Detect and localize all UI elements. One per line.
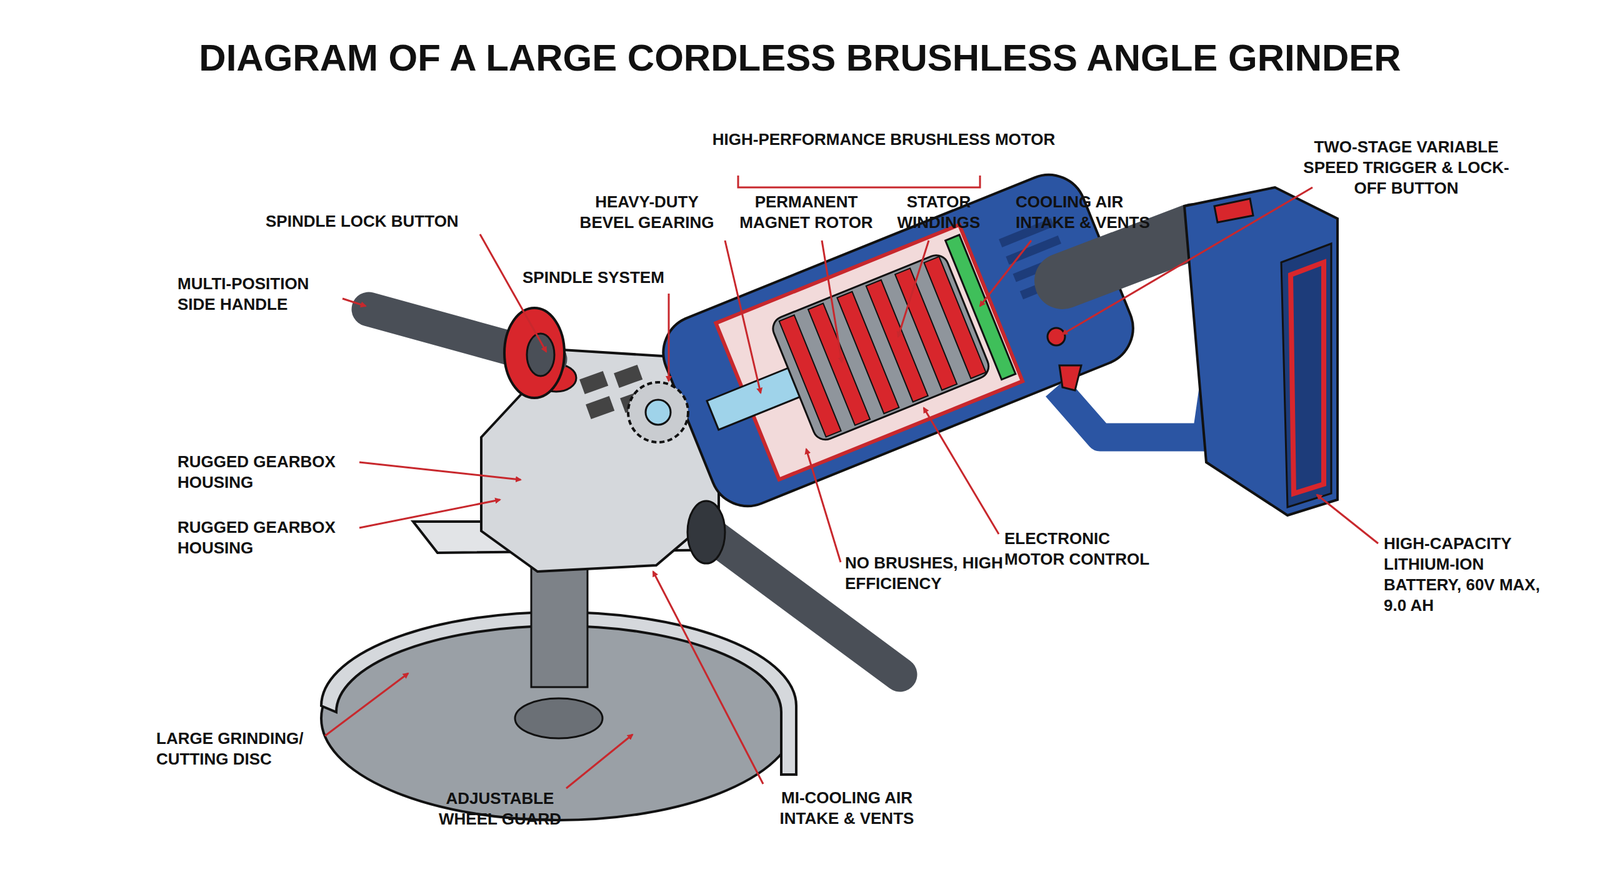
part-label: ADJUSTABLE WHEEL GUARD [433, 788, 568, 830]
part-label: NO BRUSHES, HIGH EFFICIENCY [845, 553, 1020, 595]
part-label: SPINDLE SYSTEM [522, 267, 710, 289]
part-label: HIGH-PERFORMANCE BRUSHLESS MOTOR [708, 129, 1059, 150]
part-label: TWO-STAGE VARIABLE SPEED TRIGGER & LOCK-… [1293, 136, 1519, 199]
part-label: MI-COOLING AIR INTAKE & VENTS [762, 788, 932, 830]
part-label: RUGGED GEARBOX HOUSING [177, 517, 365, 559]
part-label: COOLING AIR INTAKE & VENTS [1015, 191, 1180, 234]
part-label: STATOR WINDINGS [888, 191, 989, 234]
part-label: MULTI-POSITION SIDE HANDLE [177, 273, 347, 315]
part-label: HEAVY-DUTY BEVEL GEARING [568, 191, 725, 234]
part-label: LARGE GRINDING/ CUTTING DISC [156, 728, 338, 770]
part-label: PERMANENT MAGNET ROTOR [735, 191, 878, 234]
diagram-title: DIAGRAM OF A LARGE CORDLESS BRUSHLESS AN… [0, 36, 1600, 80]
part-label: SPINDLE LOCK BUTTON [265, 211, 516, 232]
part-label: HIGH-CAPACITY LITHIUM-ION BATTERY, 60V M… [1383, 533, 1548, 617]
part-label: ELECTRONIC MOTOR CONTROL [1004, 528, 1174, 570]
part-label: RUGGED GEARBOX HOUSING [177, 451, 365, 494]
